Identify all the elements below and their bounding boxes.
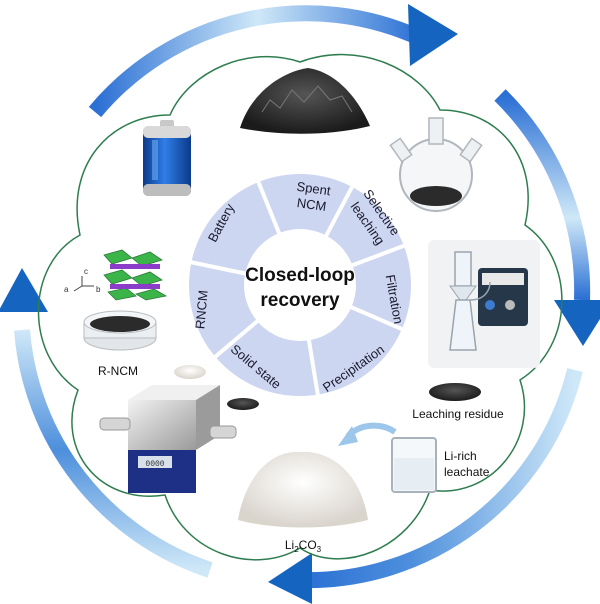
axis-b-label: b bbox=[96, 285, 101, 294]
battery-icon bbox=[143, 120, 191, 196]
li2co3-label-co: CO bbox=[299, 538, 317, 552]
center-title-line2: recovery bbox=[260, 290, 340, 311]
axis-a-label: a bbox=[64, 285, 69, 294]
segment-label-spent: Spent bbox=[296, 179, 332, 199]
li2co3-label-sub3: 3 bbox=[317, 545, 322, 554]
axis-c-label: c bbox=[84, 267, 88, 276]
furnace-display: 0000 bbox=[145, 460, 164, 469]
white-powder-small bbox=[174, 365, 206, 379]
flower-outline bbox=[37, 53, 563, 561]
leachate-label: leachate bbox=[444, 465, 490, 479]
round-flask-icon bbox=[389, 117, 483, 212]
li2co3-label-sub2: 2 bbox=[294, 545, 299, 554]
circular-arrow-icon bbox=[0, 4, 600, 604]
tube-furnace-icon: 0000 bbox=[99, 385, 237, 493]
transfer-arrow-icon bbox=[338, 422, 397, 446]
leaching-residue-pile bbox=[429, 383, 481, 401]
li2co3-label-li: Li bbox=[285, 538, 294, 552]
leaching-residue-label: Leaching residue bbox=[412, 407, 504, 421]
filtration-apparatus-icon bbox=[428, 240, 540, 368]
li-rich-label: Li-rich bbox=[444, 449, 477, 463]
segment-label-ncm: NCM bbox=[296, 195, 327, 214]
center-title-line1: Closed-loop bbox=[245, 265, 355, 286]
powder-pile-icon bbox=[240, 68, 370, 134]
li2co3-powder bbox=[238, 451, 368, 528]
li2co3-label: Li2CO3 bbox=[285, 538, 322, 554]
beaker-icon bbox=[391, 437, 437, 493]
rncm-label: R-NCM bbox=[98, 364, 138, 378]
crystal-structure-icon bbox=[100, 245, 170, 303]
petri-dish-icon bbox=[83, 310, 157, 351]
segment-label-rncm: RNCM bbox=[192, 290, 210, 330]
process-ring bbox=[187, 172, 413, 398]
axis-icon bbox=[73, 276, 94, 292]
dark-powder-small bbox=[227, 398, 259, 410]
